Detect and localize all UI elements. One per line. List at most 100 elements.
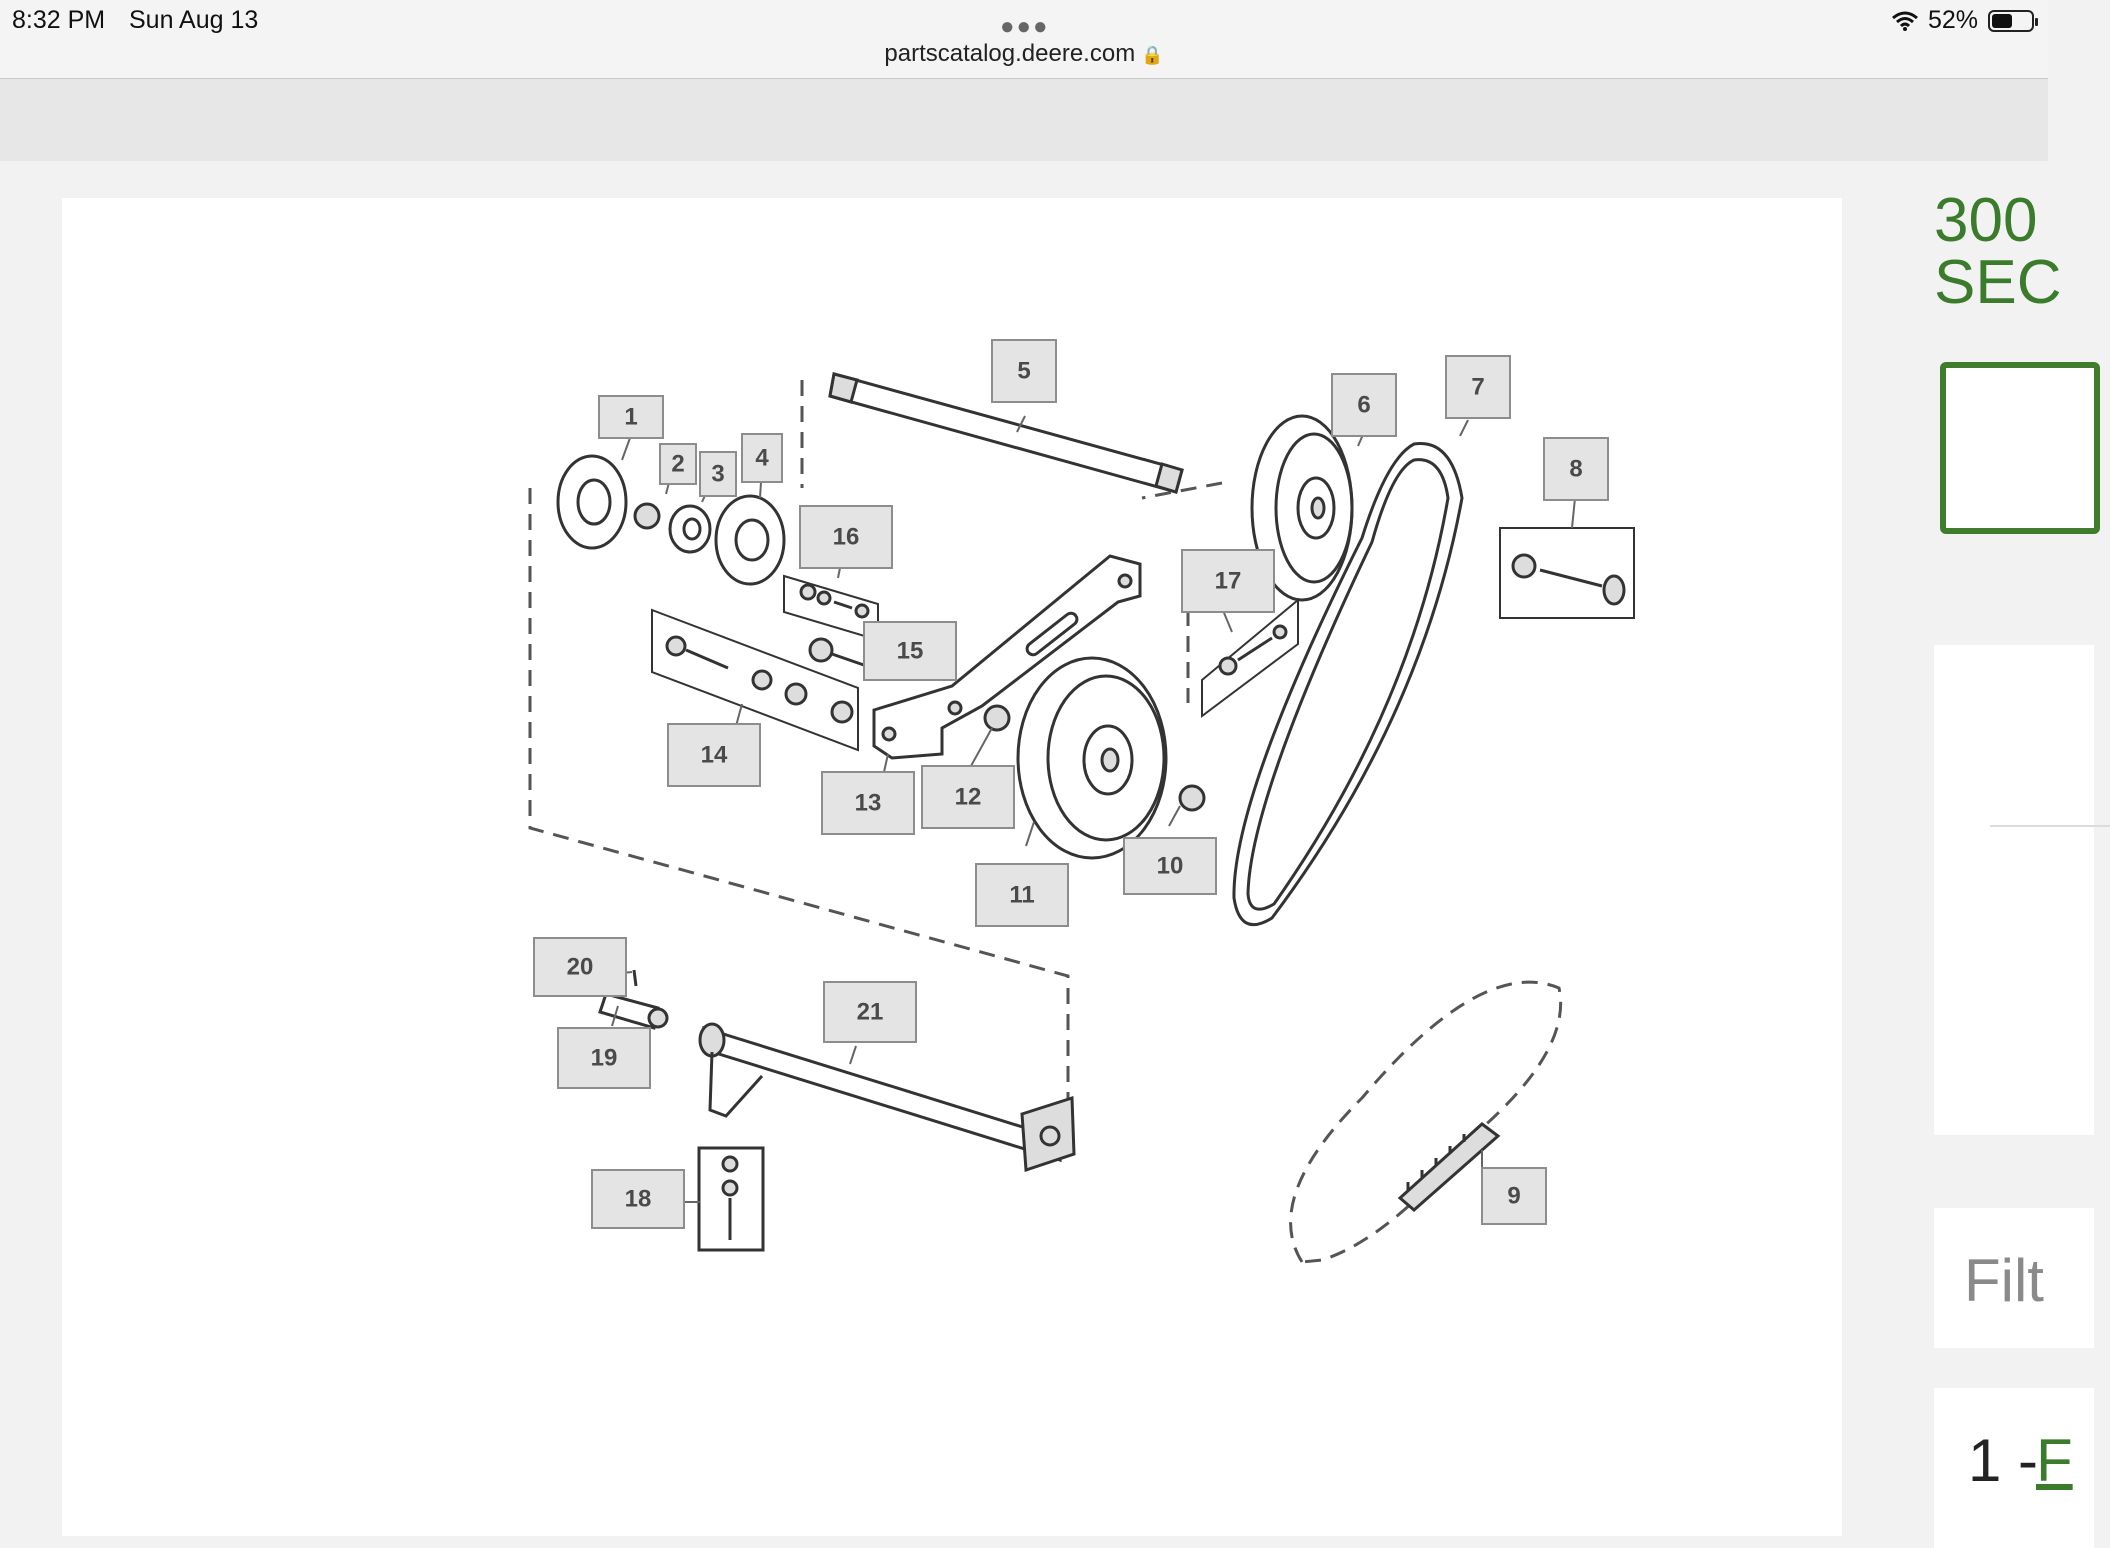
part-12-washer — [983, 704, 1011, 732]
callout-21[interactable]: 21 — [823, 981, 917, 1043]
callout-box — [659, 443, 697, 485]
callout-box — [921, 765, 1015, 829]
part-list-number: 1 - — [1968, 1427, 2039, 1494]
part-17-hardware-kit — [1201, 597, 1299, 718]
part-list-link[interactable]: F — [2036, 1427, 2073, 1494]
part-9-belt-guide — [1397, 1122, 1501, 1212]
callout-6[interactable]: 6 — [1331, 373, 1397, 437]
callout-box — [975, 863, 1069, 927]
callout-number: 16 — [833, 524, 860, 551]
callout-16[interactable]: 16 — [799, 505, 893, 569]
callout-number: 6 — [1357, 392, 1370, 419]
part-20-clip — [632, 969, 638, 987]
callout-number: 2 — [671, 451, 684, 478]
part-18-bolt-kit — [697, 1146, 765, 1252]
callout-5[interactable]: 5 — [991, 339, 1057, 403]
callout-18[interactable]: 18 — [591, 1169, 685, 1229]
section-title: 300 SEC — [1934, 186, 2062, 317]
callout-box — [823, 981, 917, 1043]
callout-number: 10 — [1157, 853, 1184, 880]
part-1-pulley-half — [556, 454, 628, 550]
assembly-dash-line — [1141, 481, 1223, 500]
filter-input-placeholder: Filt — [1964, 1247, 2044, 1314]
url-text: partscatalog.deere.com — [884, 40, 1136, 67]
callout-box — [1481, 1167, 1547, 1225]
callout-1[interactable]: 1 — [598, 395, 664, 439]
callout-8[interactable]: 8 — [1543, 437, 1609, 501]
part-13-idler-arm — [872, 554, 1142, 760]
callout-box — [991, 339, 1057, 403]
callout-box — [741, 433, 783, 483]
callout-box — [821, 771, 915, 835]
callout-19[interactable]: 19 — [557, 1027, 651, 1089]
callout-20[interactable]: 20 — [533, 937, 627, 997]
callout-number: 20 — [567, 954, 594, 981]
callout-number: 21 — [857, 999, 884, 1026]
callout-number: 15 — [897, 638, 924, 665]
part-2-spacer — [633, 502, 661, 530]
callout-11[interactable]: 11 — [975, 863, 1069, 927]
callout-box — [591, 1169, 685, 1229]
status-time: 8:32 PM — [12, 6, 106, 34]
callout-box — [557, 1027, 651, 1089]
wifi-icon — [1891, 11, 1918, 31]
part-8-bolt-kit — [1499, 527, 1635, 619]
multitasking-dots-icon[interactable]: ●●● — [1000, 13, 1050, 40]
battery-percent: 52% — [1927, 6, 1978, 34]
callout-9[interactable]: 9 — [1481, 1167, 1547, 1225]
callout-number: 4 — [755, 445, 769, 472]
part-21-support-tube — [698, 1022, 1076, 1173]
callout-box — [1123, 837, 1217, 895]
callout-number: 19 — [591, 1045, 618, 1072]
callout-2[interactable]: 2 — [659, 443, 697, 485]
callout-box — [1181, 549, 1275, 613]
callout-box — [1543, 437, 1609, 501]
callout-13[interactable]: 13 — [821, 771, 915, 835]
address-bar[interactable]: partscatalog.deere.com🔒 — [0, 40, 2048, 68]
info-card — [1934, 645, 2110, 1135]
callout-box — [863, 621, 957, 681]
callout-14[interactable]: 14 — [667, 723, 761, 787]
callout-17[interactable]: 17 — [1181, 549, 1275, 613]
callout-15[interactable]: 15 — [863, 621, 957, 681]
part-details-panel: 300 SEC Filt 1 - F — [1934, 160, 2110, 1548]
battery-fill — [1992, 13, 2012, 28]
callout-number: 9 — [1507, 1183, 1520, 1210]
callout-number: 14 — [701, 742, 728, 769]
status-bar: 8:32 PM Sun Aug 13 ●●● partscatalog.deer… — [0, 0, 2048, 79]
callout-number: 11 — [1009, 882, 1034, 909]
part-11-idler-pulley — [1016, 656, 1168, 860]
callout-number: 17 — [1215, 568, 1242, 595]
callout-number: 8 — [1569, 456, 1582, 483]
callout-number: 7 — [1471, 374, 1484, 401]
status-indicators: 52% — [1891, 6, 2038, 35]
callout-number: 5 — [1017, 358, 1030, 385]
callout-12[interactable]: 12 — [921, 765, 1015, 829]
callout-number: 12 — [955, 784, 982, 811]
part-7-belt — [1232, 441, 1464, 927]
callout-box — [1331, 373, 1397, 437]
part-14-hardware-kit — [651, 608, 859, 752]
part-16-hardware-kit — [783, 574, 879, 642]
battery-icon — [1988, 9, 2038, 32]
part-10-nut — [1178, 784, 1206, 812]
callout-7[interactable]: 7 — [1445, 355, 1511, 419]
callout-box — [667, 723, 761, 787]
part-19-pin — [598, 992, 669, 1030]
status-date: Sun Aug 13 — [129, 6, 259, 34]
parts-list-item[interactable]: 1 - F — [1934, 1388, 2094, 1548]
part-3-bushing — [668, 504, 712, 554]
callout-number: 13 — [855, 790, 882, 817]
part-6-pulley — [1250, 414, 1354, 602]
callout-number: 18 — [625, 1186, 652, 1213]
filter-card[interactable]: Filt — [1934, 1208, 2094, 1348]
callout-3[interactable]: 3 — [699, 451, 737, 497]
callout-10[interactable]: 10 — [1123, 837, 1217, 895]
callout-4[interactable]: 4 — [741, 433, 783, 483]
section-image-box[interactable] — [1940, 362, 2100, 534]
divider — [1990, 825, 2110, 827]
lock-icon: 🔒 — [1141, 45, 1164, 65]
